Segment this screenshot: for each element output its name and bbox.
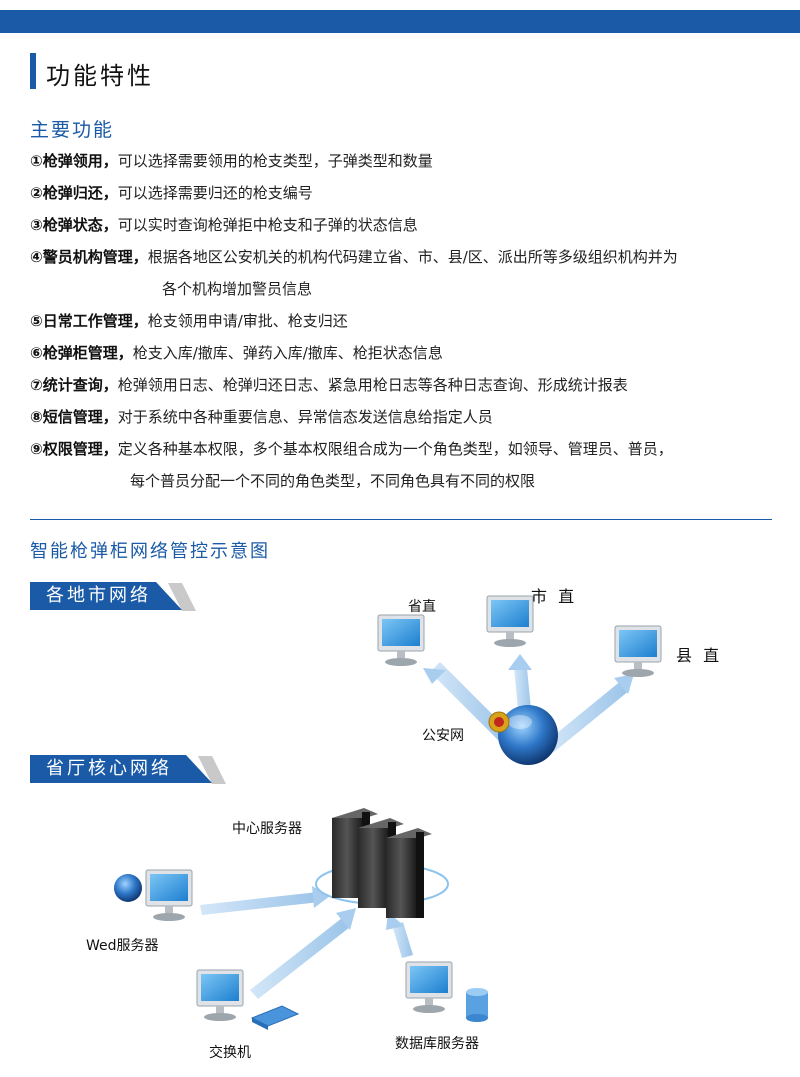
provincial-monitor-icon bbox=[377, 614, 425, 667]
city-network-banner: 各地市网络 bbox=[30, 582, 182, 610]
network-diagram bbox=[114, 595, 662, 1030]
switch-label: 交换机 bbox=[209, 1045, 251, 1061]
municipal-monitor-icon bbox=[486, 595, 534, 648]
web-server-label: Wed服务器 bbox=[86, 938, 159, 954]
database-monitor-icon bbox=[405, 961, 453, 1014]
feature-item-continued: 每个普员分配一个不同的角色类型，不同角色具有不同的权限 bbox=[130, 472, 536, 490]
arrow-switch bbox=[250, 908, 356, 999]
center-server-label: 中心服务器 bbox=[232, 821, 302, 837]
feature-item: ⑥枪弹柜管理，枪支入库/撤库、弹药入库/撤库、枪拒状态信息 bbox=[30, 344, 443, 362]
province-network-banner: 省厅核心网络 bbox=[30, 755, 212, 783]
diagram-title: 智能枪弹柜网络管控示意图 bbox=[30, 541, 270, 562]
arrow-county bbox=[546, 674, 634, 752]
section-divider bbox=[30, 519, 772, 520]
police-emblem-icon bbox=[488, 711, 510, 733]
police-network-label: 公安网 bbox=[422, 728, 464, 744]
top-banner-bar bbox=[0, 10, 800, 33]
feature-item: ⑤日常工作管理，枪支领用申请/审批、枪支归还 bbox=[30, 312, 348, 330]
web-server-globe-icon bbox=[114, 874, 142, 902]
web-server-monitor-icon bbox=[145, 869, 193, 922]
page-title: 功能特性 bbox=[46, 62, 154, 90]
police-network-globe-icon bbox=[498, 705, 558, 765]
county-label: 县 直 bbox=[676, 646, 723, 665]
feature-item: ⑨权限管理，定义各种基本权限，多个基本权限组合成为一个角色类型，如领导、管理员、… bbox=[30, 440, 673, 458]
feature-item: ②枪弹归还，可以选择需要归还的枪支编号 bbox=[30, 184, 313, 202]
feature-item: ⑦统计查询，枪弹领用日志、枪弹归还日志、紧急用枪日志等各种日志查询、形成统计报表 bbox=[30, 376, 628, 394]
feature-item: ③枪弹状态，可以实时查询枪弹拒中枪支和子弹的状态信息 bbox=[30, 216, 418, 234]
database-server-label: 数据库服务器 bbox=[395, 1036, 479, 1052]
arrow-web-server bbox=[200, 886, 330, 915]
section-title: 主要功能 bbox=[30, 119, 115, 141]
feature-item: ④警员机构管理，根据各地区公安机关的机构代码建立省、市、县/区、派出所等多级组织… bbox=[30, 248, 678, 266]
municipal-label: 市 直 bbox=[531, 587, 578, 606]
feature-item: ①枪弹领用，可以选择需要领用的枪支类型，子弹类型和数量 bbox=[30, 152, 433, 170]
arrow-database-server bbox=[386, 912, 413, 958]
feature-item: ⑧短信管理，对于系统中各种重要信息、异常信态发送信息给指定人员 bbox=[30, 408, 493, 426]
title-accent-bar bbox=[30, 53, 36, 89]
switch-device-icon bbox=[250, 1005, 300, 1030]
feature-item-continued: 各个机构增加警员信息 bbox=[162, 280, 313, 298]
provincial-label: 省直 bbox=[408, 599, 436, 615]
center-server-icon bbox=[332, 808, 432, 918]
switch-monitor-icon bbox=[196, 969, 244, 1022]
database-cylinder-icon bbox=[466, 988, 488, 1022]
county-monitor-icon bbox=[614, 625, 662, 678]
